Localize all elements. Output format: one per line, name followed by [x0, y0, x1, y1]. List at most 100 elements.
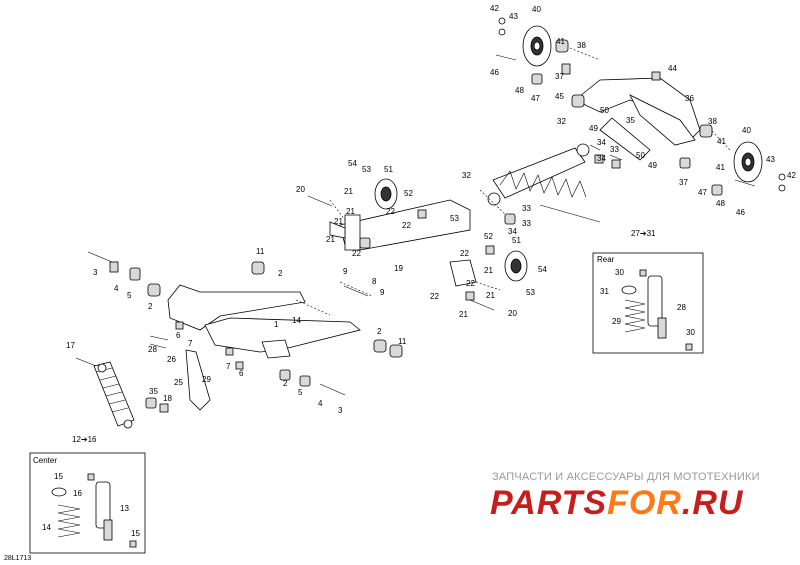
watermark-logo: PARTSFOR.RU	[490, 484, 743, 523]
watermark-logo-parts: PARTS	[490, 484, 608, 522]
label-26: 29	[202, 375, 211, 384]
label-48b: 48	[716, 199, 725, 208]
label-28: 28	[677, 303, 686, 312]
label-5b: 5	[298, 388, 303, 397]
label-51b: 52	[484, 232, 493, 241]
label-35b: 34	[597, 154, 606, 163]
label-22d: 22	[460, 249, 469, 258]
label-2c: 2	[377, 327, 382, 336]
label-30a: 30	[615, 268, 624, 277]
label-23: 25	[174, 378, 183, 387]
watermark-logo-for: FOR	[607, 484, 682, 522]
center-section-title: Center	[33, 456, 57, 465]
label-35c: 34	[508, 227, 517, 236]
label-17: 17	[66, 341, 75, 350]
label-2d: 2	[283, 379, 288, 388]
label-21c: 21	[334, 217, 343, 226]
label-21g: 21	[459, 310, 468, 319]
label-29: 29	[612, 317, 621, 326]
label-6b: 6	[239, 369, 244, 378]
label-53a: 53	[362, 165, 371, 174]
label-2a: 2	[278, 269, 283, 278]
label-3a: 3	[93, 268, 98, 277]
label-13: 13	[120, 504, 129, 513]
label-11: 14	[292, 316, 301, 325]
label-10b: 11	[398, 337, 407, 346]
label-48a: 48	[515, 86, 524, 95]
label-54a: 54	[348, 159, 357, 168]
label-40b: 40	[742, 126, 751, 135]
label-18: 18	[163, 394, 172, 403]
label-47b: 49	[589, 124, 598, 133]
label-20a: 20	[296, 185, 305, 194]
label-39a: 37	[555, 72, 564, 81]
label-3b: 3	[338, 406, 343, 415]
label-41b: 41	[717, 137, 726, 146]
label-33c: 33	[522, 219, 531, 228]
label-15b: 15	[131, 529, 140, 538]
label-22f: 22	[430, 292, 439, 301]
rear-inset	[592, 252, 704, 354]
label-14: 14	[42, 523, 51, 532]
label-37: 35	[626, 116, 635, 125]
rear-shock-assembly	[479, 143, 621, 225]
label-21d: 21	[326, 235, 335, 244]
label-41c: 41	[716, 163, 725, 172]
label-35a: 34	[597, 138, 606, 147]
label-22c: 22	[352, 249, 361, 258]
part-labels: 42 43 40 41 38 46 48 47 37 45 44 36 50 4…	[33, 4, 796, 538]
label-10a: 11	[256, 247, 265, 256]
label-38b: 38	[708, 117, 717, 126]
label-43b: 43	[766, 155, 775, 164]
label-36: 36	[685, 94, 694, 103]
label-46a: 46	[490, 68, 499, 77]
label-20b: 20	[508, 309, 517, 318]
label-50b: 51	[512, 236, 521, 245]
label-5a: 5	[127, 291, 132, 300]
label-9a: 9	[343, 267, 348, 276]
label-9b: 9	[380, 288, 385, 297]
label-52: 53	[450, 214, 459, 223]
label-50a: 51	[384, 165, 393, 174]
label-38a: 38	[577, 41, 586, 50]
label-21a: 21	[344, 187, 353, 196]
rear-section-title: Rear	[597, 255, 615, 264]
label-41a: 41	[556, 37, 565, 46]
label-33b: 33	[522, 204, 531, 213]
label-39b: 37	[679, 178, 688, 187]
label-25: 28	[148, 345, 157, 354]
label-47a: 45	[555, 92, 564, 101]
label-54b: 54	[538, 265, 547, 274]
rear-range-label: 27➔31	[631, 229, 656, 238]
label-21b: 21	[346, 207, 355, 216]
center-inset-spring	[57, 504, 81, 538]
center-range-label: 12➔16	[72, 435, 97, 444]
label-42a: 42	[490, 4, 499, 13]
label-7b: 7	[226, 362, 231, 371]
label-22a: 22	[386, 207, 395, 216]
label-49b: 50	[636, 151, 645, 160]
label-32a: 32	[557, 117, 566, 126]
label-32b: 32	[462, 171, 471, 180]
label-21f: 21	[486, 291, 495, 300]
label-19: 19	[394, 264, 403, 273]
label-6a: 6	[176, 331, 181, 340]
label-49a: 50	[600, 106, 609, 115]
label-47c: 49	[648, 161, 657, 170]
label-30b: 30	[686, 328, 695, 337]
label-45a: 47	[531, 94, 540, 103]
label-2b: 2	[148, 302, 153, 311]
rear-arm-assembly	[495, 17, 786, 196]
label-40a: 40	[532, 5, 541, 14]
label-31: 31	[600, 287, 609, 296]
watermark-text: ЗАПЧАСТИ И АКСЕССУАРЫ ДЛЯ МОТОТЕХНИКИ	[492, 471, 760, 483]
label-21e: 21	[484, 266, 493, 275]
shock-spring	[499, 170, 587, 198]
label-16: 16	[73, 489, 82, 498]
label-22b: 22	[402, 221, 411, 230]
label-43a: 43	[509, 12, 518, 21]
label-1: 1	[274, 320, 279, 329]
label-4b: 4	[318, 399, 323, 408]
label-53b: 53	[526, 288, 535, 297]
